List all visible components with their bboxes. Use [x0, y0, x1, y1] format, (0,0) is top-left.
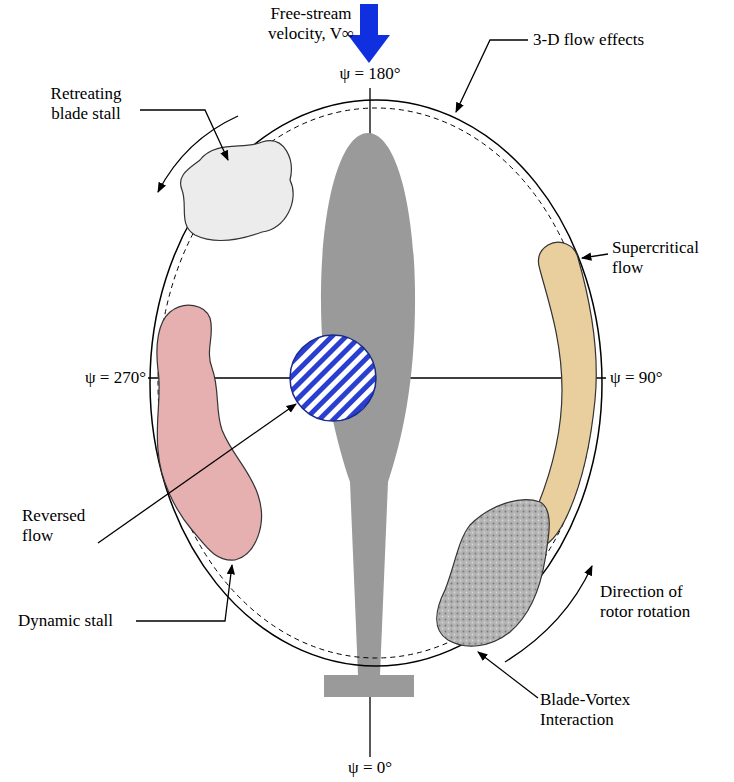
rotor-disk [150, 100, 602, 666]
leader-lines [98, 40, 608, 698]
bvi-region [437, 500, 550, 646]
azimuth-label: ψ = 270° [52, 368, 146, 388]
tip-region [158, 108, 594, 658]
azimuth-label: ψ = 0° [330, 758, 410, 778]
region-label: 3-D flow effects [533, 30, 703, 50]
rotation-arrow [158, 116, 592, 662]
azimuth-label: ψ = 90° [610, 368, 710, 388]
freestream-arrow [348, 4, 390, 63]
reversed-flow-circle [290, 335, 376, 421]
flow-label: Free-stream velocity, V∞ [252, 4, 370, 43]
region-label: Blade-Vortex Interaction [540, 690, 652, 729]
azimuth-label: ψ = 180° [330, 64, 410, 84]
region-label: Supercritical flow [612, 238, 716, 277]
region-label: Dynamic stall [18, 611, 136, 631]
dynamic-stall-region [157, 305, 262, 560]
direction-label: Direction of rotor rotation [600, 582, 712, 621]
stall-region [181, 141, 294, 241]
region-label: Retreating blade stall [40, 84, 132, 123]
region-label: Reversed flow [22, 506, 100, 545]
